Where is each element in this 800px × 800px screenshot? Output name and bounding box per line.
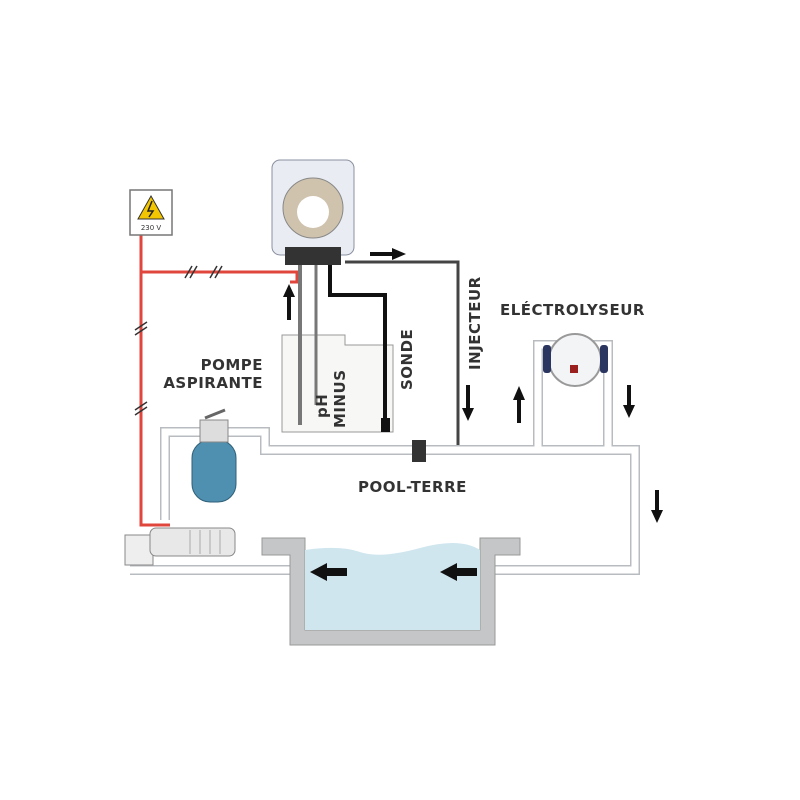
electrolyser xyxy=(543,333,608,387)
high-voltage-icon xyxy=(137,194,165,220)
ph-minus-tank xyxy=(281,334,394,433)
arrow-left-icon xyxy=(440,563,477,581)
pump-label-line2: ASPIRANTE xyxy=(163,374,263,392)
arrow-down-icon xyxy=(651,490,663,523)
warning-sign: 230 V xyxy=(129,189,173,236)
arrow-up-icon xyxy=(513,386,525,423)
injector-label: INJECTEUR xyxy=(466,276,484,370)
arrow-down-icon xyxy=(623,385,635,418)
peristaltic-dosing-pump xyxy=(271,159,355,265)
probe-label: SONDE xyxy=(398,329,416,390)
pool-terre-connector xyxy=(412,440,426,462)
arrow-right-icon xyxy=(370,248,406,260)
pump-label-line1: POMPE xyxy=(201,356,263,374)
voltage-label: 230 V xyxy=(141,224,162,232)
arrow-up-icon xyxy=(283,284,295,320)
pool-terre-label: POOL-TERRE xyxy=(358,478,467,496)
cable-break-marks xyxy=(134,265,223,416)
electrolyser-label: ELÉCTROLYSEUR xyxy=(500,300,645,319)
tank-label-line2: MINUS xyxy=(331,369,349,428)
sand-filter xyxy=(191,408,237,503)
circulation-pump xyxy=(124,527,236,566)
pool xyxy=(261,537,521,646)
flow-arrows xyxy=(283,248,663,581)
tank-label-line1: pH xyxy=(313,394,331,418)
dosing-lines xyxy=(298,260,460,462)
arrow-left-icon xyxy=(310,563,347,581)
arrow-down-icon xyxy=(462,385,474,421)
